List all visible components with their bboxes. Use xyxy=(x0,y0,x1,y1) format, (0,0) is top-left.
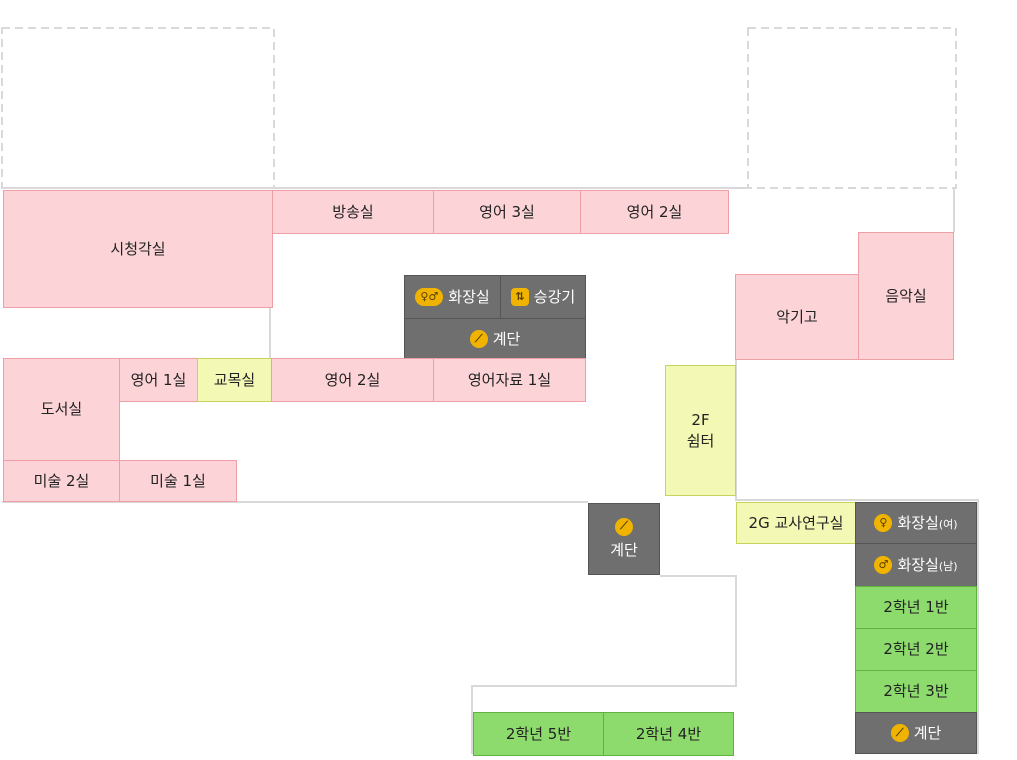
restroom-female[interactable]: ♀ 화장실(여) xyxy=(855,502,977,544)
stairs-mid[interactable]: ⟋ 계단 xyxy=(588,503,660,575)
room-library-label: 도서실 xyxy=(40,400,83,419)
room-english3-label: 영어 3실 xyxy=(479,202,535,221)
class-4[interactable]: 2학년 4반 xyxy=(603,712,734,756)
room-instrument-storage-label: 악기고 xyxy=(776,307,818,326)
room-teacher-lab[interactable]: 2G 교사연구실 xyxy=(736,502,856,544)
room-music-label: 음악실 xyxy=(885,286,927,305)
wall-lower-corridor xyxy=(471,575,737,754)
shelter[interactable]: 2F 쉼터 xyxy=(665,365,736,496)
wall-right-lower xyxy=(735,360,979,754)
class-3[interactable]: 2학년 3반 xyxy=(855,670,977,713)
dashed-area-right xyxy=(747,27,957,189)
room-art2[interactable]: 미술 2실 xyxy=(3,460,120,502)
room-english2-mid-label: 영어 2실 xyxy=(324,370,381,389)
class-2[interactable]: 2학년 2반 xyxy=(855,628,977,671)
room-broadcast[interactable]: 방송실 xyxy=(272,190,434,234)
room-av-label: 시청각실 xyxy=(110,239,166,258)
dashed-area-left xyxy=(1,27,275,189)
stairs-icon: ⟋ xyxy=(890,724,909,742)
room-av[interactable]: 시청각실 xyxy=(3,190,273,308)
male-icon: ♂ xyxy=(874,556,893,574)
room-english1[interactable]: 영어 1실 xyxy=(119,358,198,402)
stairs-icon: ⟋ xyxy=(469,330,488,348)
restroom-center-label: 화장실 xyxy=(448,287,490,306)
restroom-male-label: 화장실(남) xyxy=(897,555,958,574)
class-3-label: 2학년 3반 xyxy=(883,682,949,701)
room-music[interactable]: 음악실 xyxy=(858,232,954,360)
restroom-center[interactable]: ♀♂ 화장실 xyxy=(404,275,501,319)
room-art1-label: 미술 1실 xyxy=(150,471,206,490)
class-1[interactable]: 2학년 1반 xyxy=(855,586,977,629)
stairs-mid-label: 계단 xyxy=(610,540,638,559)
room-english3[interactable]: 영어 3실 xyxy=(433,190,581,234)
room-staff-label: 교목실 xyxy=(213,370,256,389)
room-broadcast-label: 방송실 xyxy=(332,202,374,221)
stairs-right-label: 계단 xyxy=(913,723,942,742)
room-art1[interactable]: 미술 1실 xyxy=(119,460,237,502)
room-instrument-storage[interactable]: 악기고 xyxy=(735,274,859,360)
class-4-label: 2학년 4반 xyxy=(635,724,702,743)
stairs-center[interactable]: ⟋ 계단 xyxy=(404,318,586,360)
room-art2-label: 미술 2실 xyxy=(33,471,90,490)
room-english-materials-label: 영어자료 1실 xyxy=(467,370,552,389)
room-staff[interactable]: 교목실 xyxy=(197,358,272,402)
elevator[interactable]: ⇅ 승강기 xyxy=(500,275,586,319)
room-english1-label: 영어 1실 xyxy=(130,370,187,389)
room-english2-top-label: 영어 2실 xyxy=(626,202,683,221)
class-5-label: 2학년 5반 xyxy=(505,724,572,743)
room-english2-top[interactable]: 영어 2실 xyxy=(580,190,729,234)
stairs-icon: ⟋ xyxy=(615,517,633,536)
elevator-icon: ⇅ xyxy=(510,288,529,306)
restroom-icon: ♀♂ xyxy=(415,288,444,306)
room-library[interactable]: 도서실 xyxy=(3,358,120,461)
restroom-male[interactable]: ♂ 화장실(남) xyxy=(855,543,977,587)
stairs-right[interactable]: ⟋ 계단 xyxy=(855,712,977,754)
shelter-label: 2F 쉼터 xyxy=(686,411,715,450)
stairs-center-label: 계단 xyxy=(492,329,521,348)
class-1-label: 2학년 1반 xyxy=(883,598,949,617)
room-english2-mid[interactable]: 영어 2실 xyxy=(271,358,434,402)
elevator-label: 승강기 xyxy=(533,287,576,306)
class-2-label: 2학년 2반 xyxy=(883,640,949,659)
room-english-materials[interactable]: 영어자료 1실 xyxy=(433,358,586,402)
restroom-female-label: 화장실(여) xyxy=(897,513,958,532)
room-teacher-lab-label: 2G 교사연구실 xyxy=(748,513,844,532)
class-5[interactable]: 2학년 5반 xyxy=(473,712,604,756)
female-icon: ♀ xyxy=(874,514,893,532)
